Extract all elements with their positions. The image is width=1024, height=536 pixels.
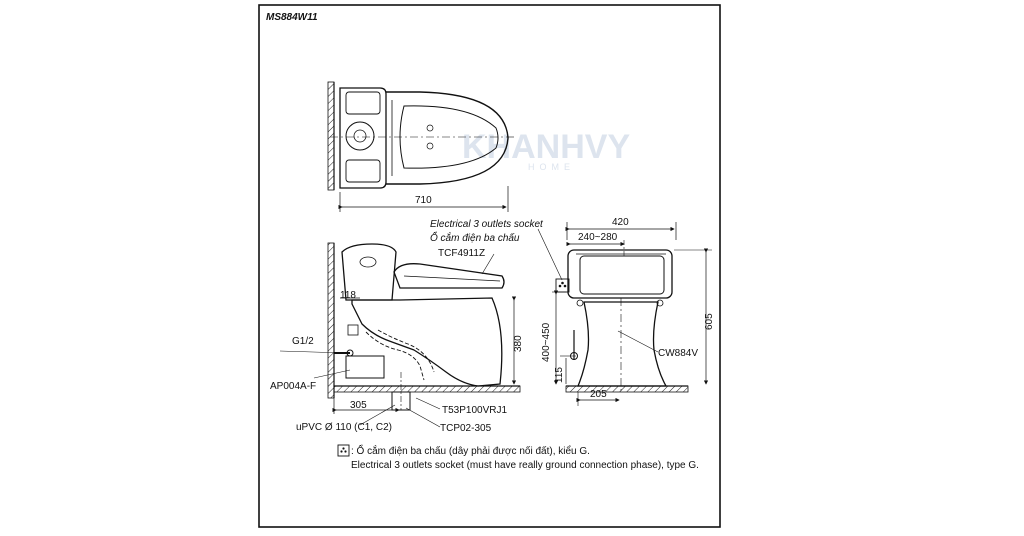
note-socket-icon (337, 444, 350, 457)
label-t53: T53P100VRJ1 (442, 405, 507, 416)
drawing-frame (258, 4, 721, 528)
top-view-tank (339, 87, 387, 189)
side-view: 118 380 305 TCF4911Z G1/2 AP004A-F T53P1… (270, 242, 524, 434)
side-view-tank (341, 243, 397, 301)
dim-305: 305 (350, 400, 367, 411)
watermark-brand: KHANHVY (462, 128, 630, 166)
watermark: KHANHVY HOME (462, 128, 630, 172)
label-cw884v: CW884V (658, 348, 698, 359)
side-view-seat (393, 263, 505, 289)
top-view-wall (327, 81, 335, 191)
side-view-bowl (351, 297, 503, 387)
dim-605: 605 (704, 313, 715, 330)
dim-380: 380 (513, 335, 524, 352)
dim-118: 118 (340, 290, 356, 301)
watermark-sub: HOME (528, 162, 575, 172)
note-line-en: Electrical 3 outlets socket (must have r… (351, 460, 699, 471)
side-view-floor (333, 385, 521, 393)
note-line-vi: : Ổ cắm điện ba chấu (dây phải được nối … (351, 444, 590, 457)
dim-710: 710 (415, 195, 432, 206)
front-view-pedestal (577, 301, 668, 387)
dim-205: 205 (590, 389, 607, 400)
model-code: MS884W11 (266, 12, 318, 23)
front-view-seat (567, 249, 673, 299)
floor-flange (345, 355, 385, 379)
top-view-seat (386, 91, 509, 185)
label-ap004: AP004A-F (270, 381, 316, 392)
front-view-floor (565, 385, 689, 393)
dim-420: 420 (612, 217, 629, 228)
dim-240-280: 240~280 (578, 232, 618, 243)
dim-400-450: 400~450 (541, 322, 552, 362)
top-view: 710 (327, 81, 515, 212)
socket-symbol (555, 278, 570, 293)
socket-callout: Electrical 3 outlets socket Ổ cắm điện b… (430, 219, 570, 293)
socket-label-en: Electrical 3 outlets socket (430, 219, 544, 230)
label-g12: G1/2 (292, 336, 314, 347)
label-tcp02: TCP02-305 (440, 423, 492, 434)
socket-label-vi: Ổ cắm điện ba chấu (430, 231, 520, 244)
front-view: 420 240~280 605 400~450 115 (541, 217, 715, 406)
label-upvc: uPVC Ø 110 (C1, C2) (296, 422, 392, 433)
dim-115: 115 (554, 367, 565, 383)
notes: : Ổ cắm điện ba chấu (dây phải được nối … (337, 444, 699, 471)
label-seat-model: TCF4911Z (438, 248, 485, 259)
